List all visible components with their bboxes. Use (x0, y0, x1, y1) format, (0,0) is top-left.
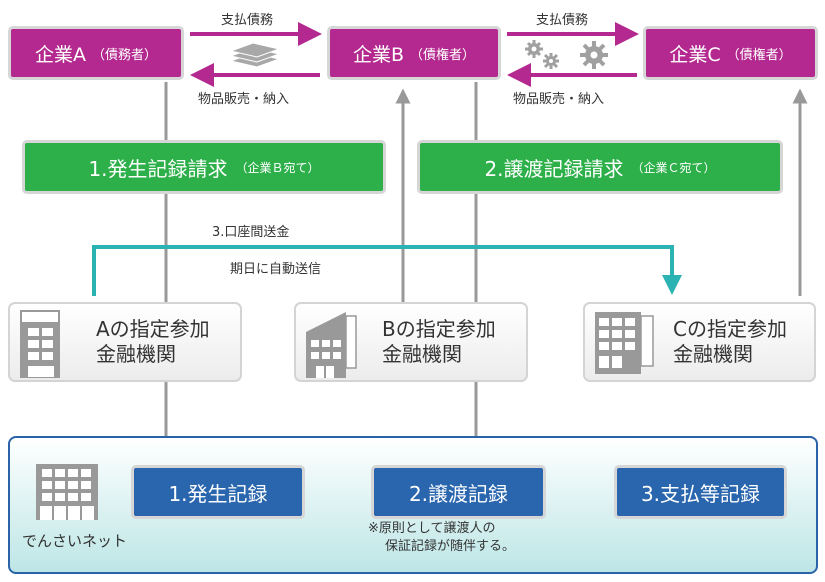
money-stack-icon (229, 42, 281, 68)
flow-ab-bottom-label: 物品販売・納入 (198, 92, 290, 107)
request-2-sub: （企業Ｃ宛て） (631, 160, 716, 175)
bank-c-label: Cの指定参加 金融機関 (673, 317, 787, 367)
bank-a-label: Aの指定参加 金融機関 (96, 317, 210, 367)
bank-b-label: Bの指定参加 金融機関 (382, 317, 496, 367)
flow-ab-top-label: 支払債務 (221, 13, 274, 28)
company-b-name: 企業B (352, 43, 405, 66)
bank-b-line1: Bの指定参加 (382, 317, 496, 341)
bank-c-line1: Cの指定参加 (673, 317, 787, 341)
company-b-role: （債権者） (410, 47, 476, 63)
transfer-title: 3.口座間送金 (212, 225, 290, 240)
request-1-sub: （企業Ｂ宛て） (235, 160, 320, 175)
densai-label: でんさいネット (22, 532, 128, 550)
note-line2: 保証記録が随伴する。 (385, 539, 516, 554)
bank-a-line2: 金融機関 (96, 342, 176, 366)
company-a-box: 企業A （債務者） (8, 26, 184, 80)
company-a-role: （債務者） (91, 47, 157, 63)
transfer-line (92, 245, 682, 296)
company-c-box: 企業C （債権者） (643, 26, 818, 80)
record-1-box: 1.発生記録 (131, 465, 305, 519)
transfer-subtitle: 期日に自動送信 (230, 262, 322, 277)
record-2-box: 2.譲渡記録 (371, 465, 546, 519)
bank-c-box: Cの指定参加 金融機関 (583, 302, 816, 382)
company-b-box: 企業B （債権者） (327, 26, 501, 80)
bank-c-building-icon (595, 312, 654, 374)
request-2-title: 2.譲渡記録請求 (484, 156, 624, 181)
bank-b-box: Bの指定参加 金融機関 (294, 302, 528, 382)
company-c-role: （債権者） (726, 47, 792, 63)
request-2-box: 2.譲渡記録請求 （企業Ｃ宛て） (417, 140, 783, 194)
record-3-box: 3.支払等記録 (614, 465, 787, 519)
bank-a-building-icon (20, 310, 60, 378)
bank-c-line2: 金融機関 (673, 342, 753, 366)
company-c-name: 企業C (669, 43, 721, 66)
gears-icon (525, 40, 608, 69)
densai-building-icon (36, 464, 98, 520)
note-line1: ※原則として譲渡人の (368, 521, 496, 536)
bank-b-building-icon (306, 312, 357, 378)
company-a-name: 企業A (34, 43, 86, 66)
flow-bc-top-label: 支払債務 (536, 13, 589, 28)
flow-bc-bottom-label: 物品販売・納入 (513, 92, 605, 107)
bank-a-box: Aの指定参加 金融機関 (8, 302, 242, 382)
bank-b-line2: 金融機関 (382, 342, 462, 366)
bank-a-line1: Aの指定参加 (96, 317, 210, 341)
request-1-box: 1.発生記録請求 （企業Ｂ宛て） (22, 140, 386, 194)
request-1-title: 1.発生記録請求 (88, 156, 228, 181)
